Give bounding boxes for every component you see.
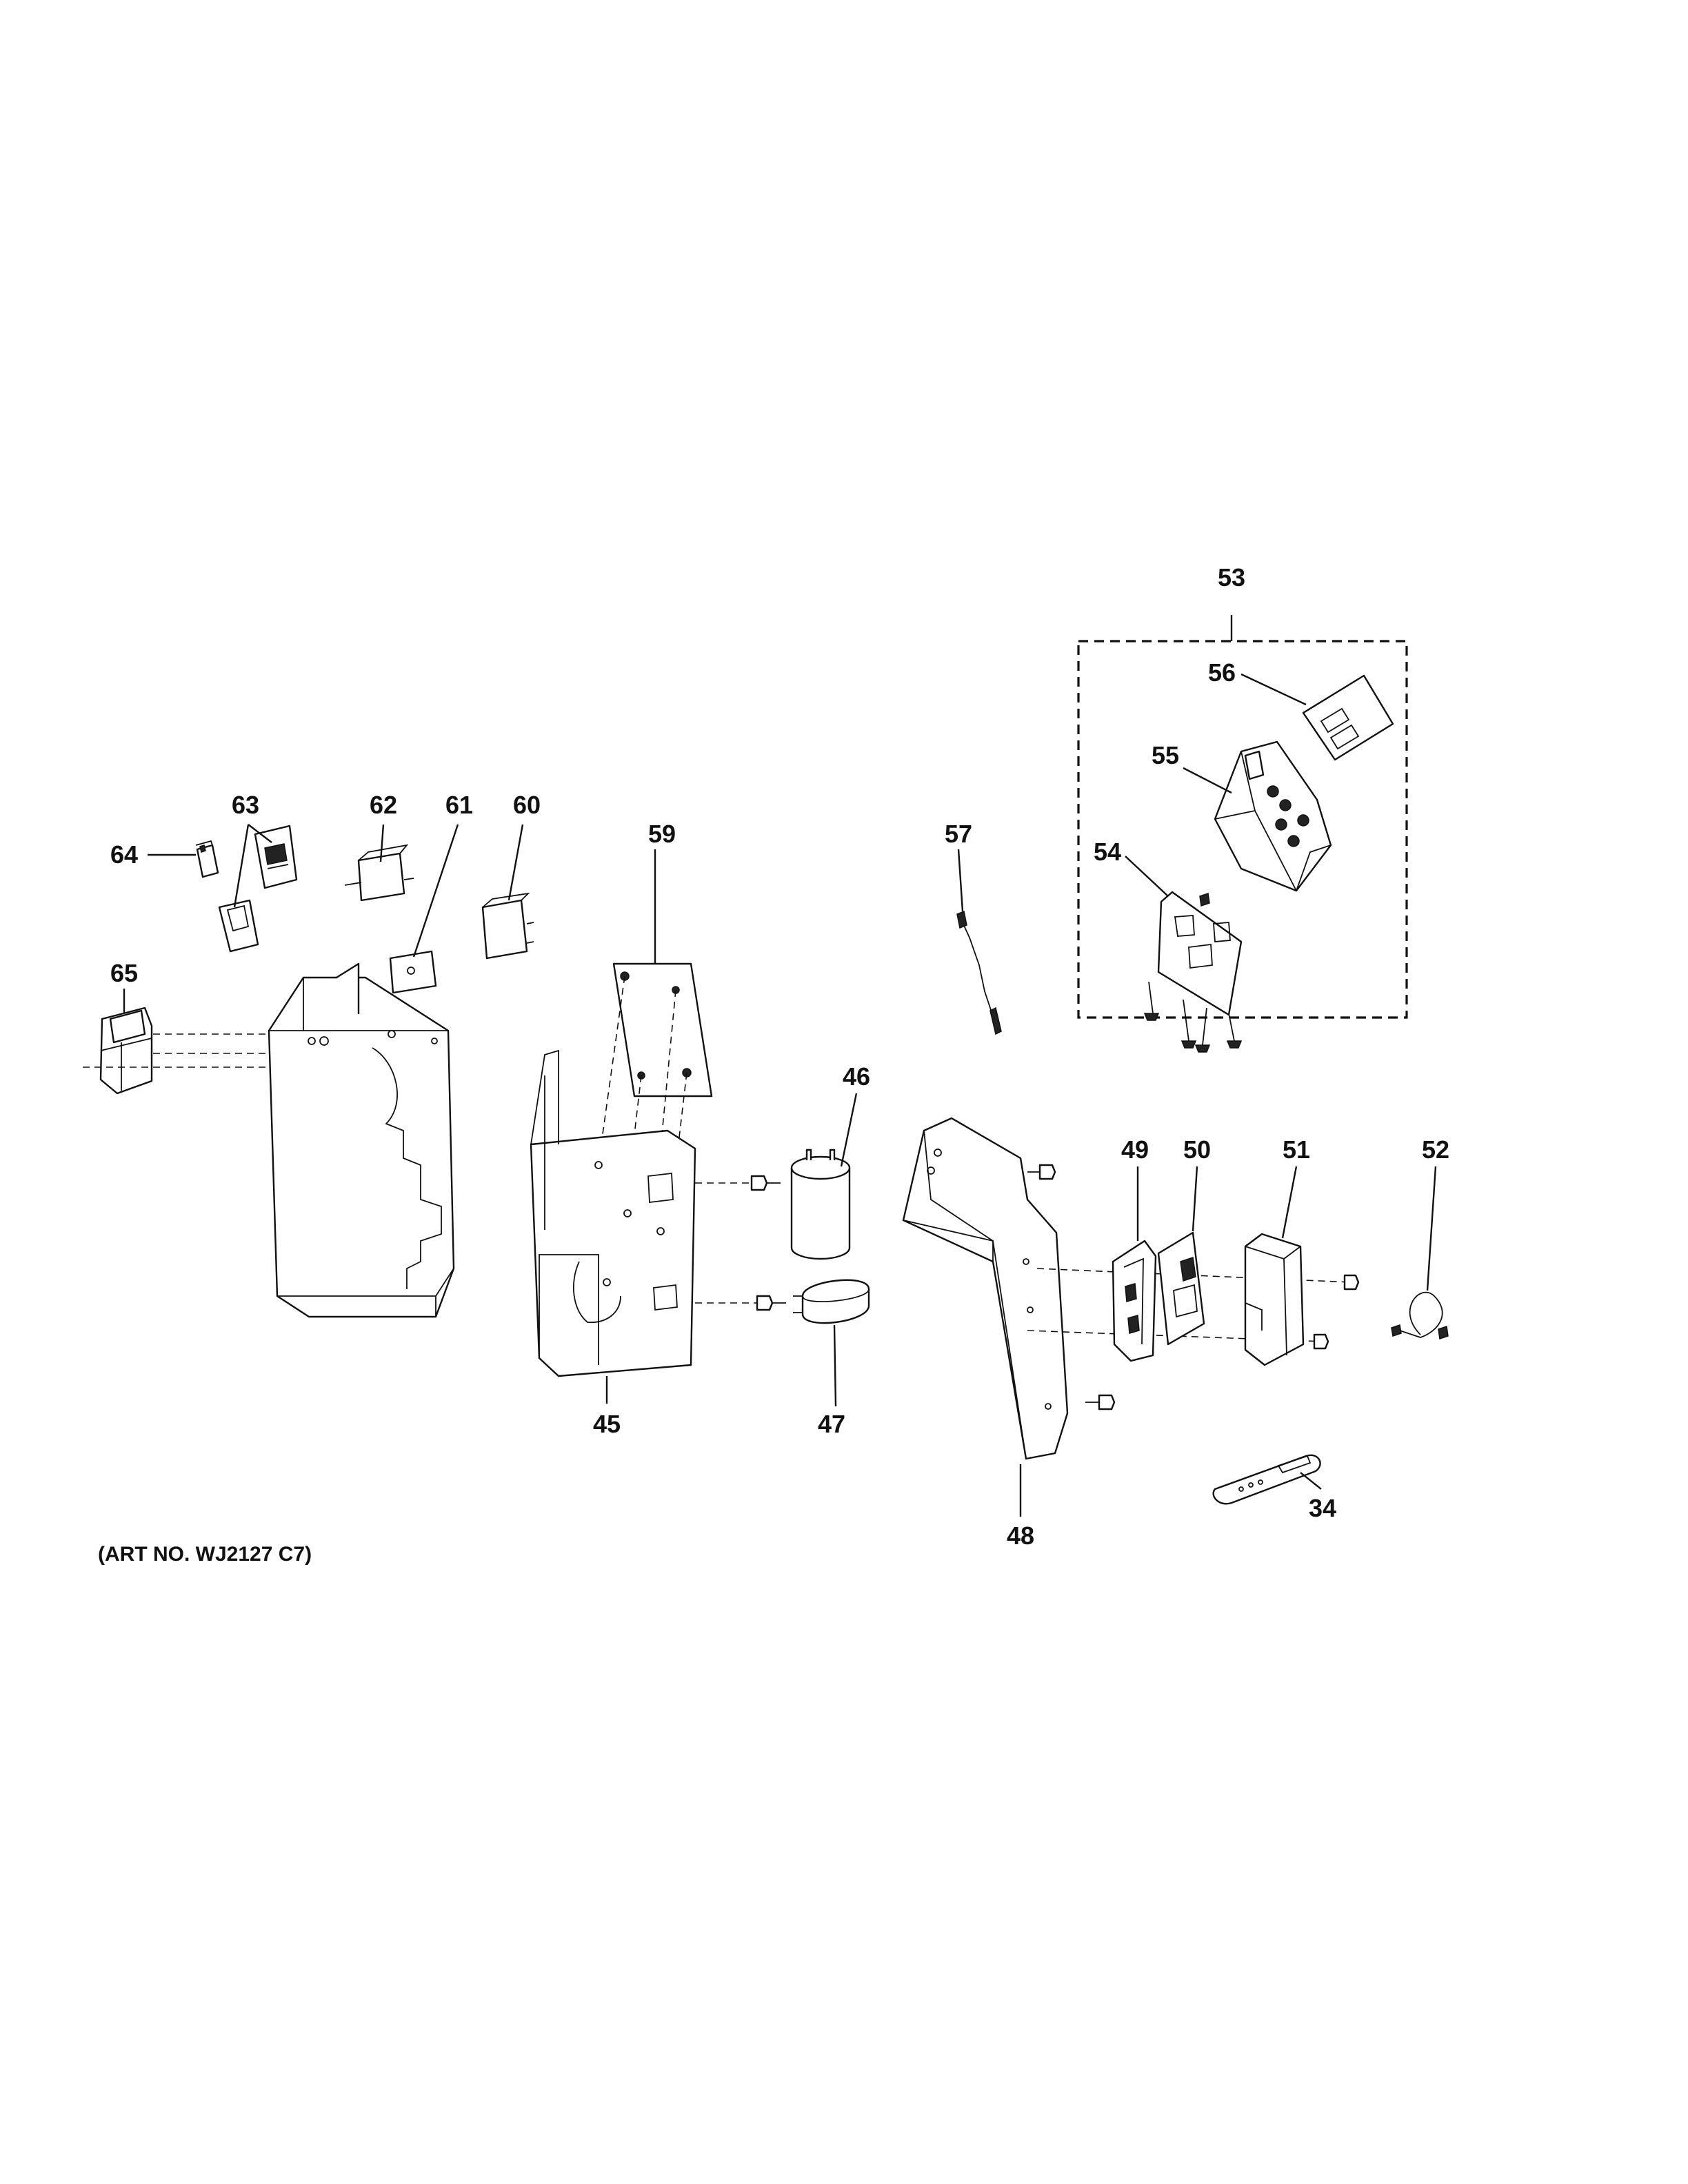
callout-51[interactable]: 51 bbox=[1283, 1135, 1310, 1164]
part-52-wire-lead[interactable] bbox=[1391, 1291, 1449, 1339]
part-60-relay-block[interactable] bbox=[481, 892, 534, 960]
part-57-temperature-sensor[interactable] bbox=[956, 910, 1002, 1035]
part-64-relay[interactable] bbox=[195, 840, 219, 878]
part-65-transformer[interactable] bbox=[99, 1007, 153, 1095]
callout-64[interactable]: 64 bbox=[110, 840, 138, 869]
callout-61[interactable]: 61 bbox=[445, 791, 473, 819]
part-46-capacitor[interactable] bbox=[790, 1149, 851, 1260]
part-34-remote-control[interactable] bbox=[1212, 1454, 1321, 1505]
callout-48[interactable]: 48 bbox=[1007, 1521, 1034, 1550]
callout-52[interactable]: 52 bbox=[1422, 1135, 1449, 1164]
screw-46-upper[interactable] bbox=[750, 1175, 781, 1191]
part-49-module-bracket[interactable] bbox=[1112, 1240, 1157, 1362]
callout-45[interactable]: 45 bbox=[593, 1410, 621, 1438]
callout-46[interactable]: 46 bbox=[843, 1062, 870, 1091]
part-62-relay-switch[interactable] bbox=[344, 844, 414, 902]
part-47-strap[interactable] bbox=[793, 1279, 870, 1324]
dash-45-screws bbox=[695, 1182, 757, 1304]
part-50-circuit-plate[interactable] bbox=[1157, 1231, 1205, 1346]
callout-54[interactable]: 54 bbox=[1094, 838, 1121, 866]
part-54-mounting-screws[interactable] bbox=[1143, 981, 1243, 1053]
callout-34[interactable]: 34 bbox=[1309, 1494, 1336, 1522]
assembly-53-boundary bbox=[1077, 640, 1408, 1019]
callout-47[interactable]: 47 bbox=[818, 1410, 845, 1438]
part-59-board-cover[interactable] bbox=[612, 962, 713, 1098]
screw-46-lower[interactable] bbox=[756, 1295, 786, 1311]
callout-62[interactable]: 62 bbox=[370, 791, 397, 819]
part-55-control-housing[interactable] bbox=[1214, 740, 1332, 892]
callout-50[interactable]: 50 bbox=[1183, 1135, 1211, 1164]
screw-51-upper[interactable] bbox=[1343, 1274, 1360, 1291]
callout-49[interactable]: 49 bbox=[1121, 1135, 1149, 1164]
part-45-control-box[interactable] bbox=[530, 1049, 696, 1404]
part-56-overlay-panel[interactable] bbox=[1302, 674, 1394, 761]
part-51-module-cover[interactable] bbox=[1244, 1233, 1305, 1366]
callout-57[interactable]: 57 bbox=[945, 820, 972, 848]
callout-60[interactable]: 60 bbox=[513, 791, 541, 819]
callout-53[interactable]: 53 bbox=[1218, 563, 1245, 592]
screw-51-lower[interactable] bbox=[1313, 1333, 1329, 1350]
callout-65[interactable]: 65 bbox=[110, 959, 138, 987]
part-54-control-board[interactable] bbox=[1157, 891, 1243, 1016]
art-number-label: (ART NO. WJ2127 C7) bbox=[98, 1543, 312, 1566]
dash-59 bbox=[598, 975, 687, 1214]
callout-55[interactable]: 55 bbox=[1152, 741, 1179, 769]
callout-59[interactable]: 59 bbox=[648, 820, 676, 848]
part-63-clip-pair[interactable] bbox=[218, 825, 298, 953]
screw-48-lower[interactable] bbox=[1085, 1394, 1116, 1410]
callout-63[interactable]: 63 bbox=[232, 791, 259, 819]
screw-48-upper[interactable] bbox=[1027, 1164, 1056, 1180]
part-61-switch[interactable] bbox=[389, 950, 437, 994]
part-48-front-bracket[interactable] bbox=[902, 1117, 1069, 1517]
leader-lines bbox=[123, 615, 1437, 1490]
left-housing-panel bbox=[268, 962, 455, 1318]
callout-56[interactable]: 56 bbox=[1208, 658, 1236, 687]
